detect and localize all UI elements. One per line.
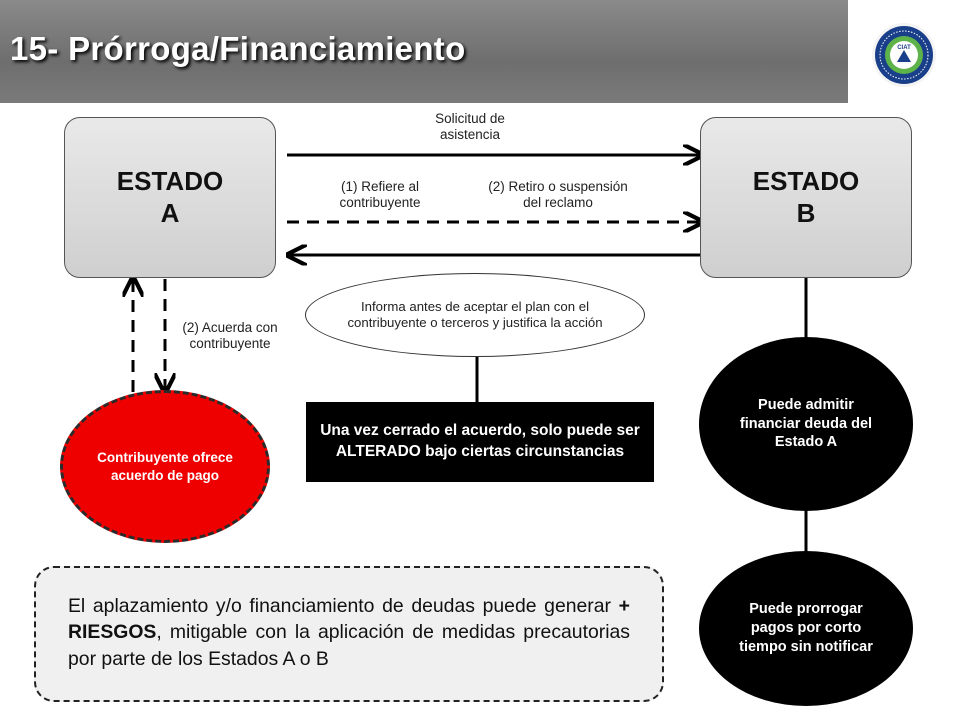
estado-b-box: ESTADO B	[700, 117, 912, 278]
summary-box: El aplazamiento y/o financiamiento de de…	[34, 566, 664, 702]
contribuyente-circle: Contribuyente ofrece acuerdo de pago	[60, 390, 270, 543]
label-refiere: (1) Refiere al contribuyente	[339, 179, 421, 211]
seal-letters: CIAT	[897, 45, 911, 51]
estado-b-circle-financiar: Puede admitir financiar deuda del Estado…	[699, 337, 913, 511]
page-title: 15- Prórroga/Financiamiento	[10, 30, 466, 67]
estado-a-box: ESTADO A	[64, 117, 276, 278]
summary-text-2: , mitigable con la aplicación de medidas…	[68, 621, 630, 670]
estado-b-line1: ESTADO	[752, 165, 860, 196]
seal-emblem-icon: CIAT	[872, 23, 936, 87]
oval-note: Informa antes de aceptar el plan con el …	[305, 273, 645, 357]
estado-a-line1: ESTADO	[116, 165, 224, 196]
summary-bold: + RIESGOS	[68, 595, 630, 644]
summary-text-1: El aplazamiento y/o financiamiento de de…	[68, 595, 619, 617]
label-solicitud: Solicitud de asistencia	[435, 111, 505, 143]
estado-b-line2: B	[796, 197, 816, 228]
estado-b-circle-prorrogar: Puede prorrogar pagos por corto tiempo s…	[699, 551, 913, 706]
header-bar	[0, 0, 848, 103]
label-retiro: (2) Retiro o suspensión del reclamo	[488, 179, 628, 211]
black-box-note: Una vez cerrado el acuerdo, solo puede s…	[306, 402, 654, 482]
estado-a-line2: A	[160, 197, 180, 228]
label-acuerda: (2) Acuerda con contribuyente	[182, 320, 278, 352]
